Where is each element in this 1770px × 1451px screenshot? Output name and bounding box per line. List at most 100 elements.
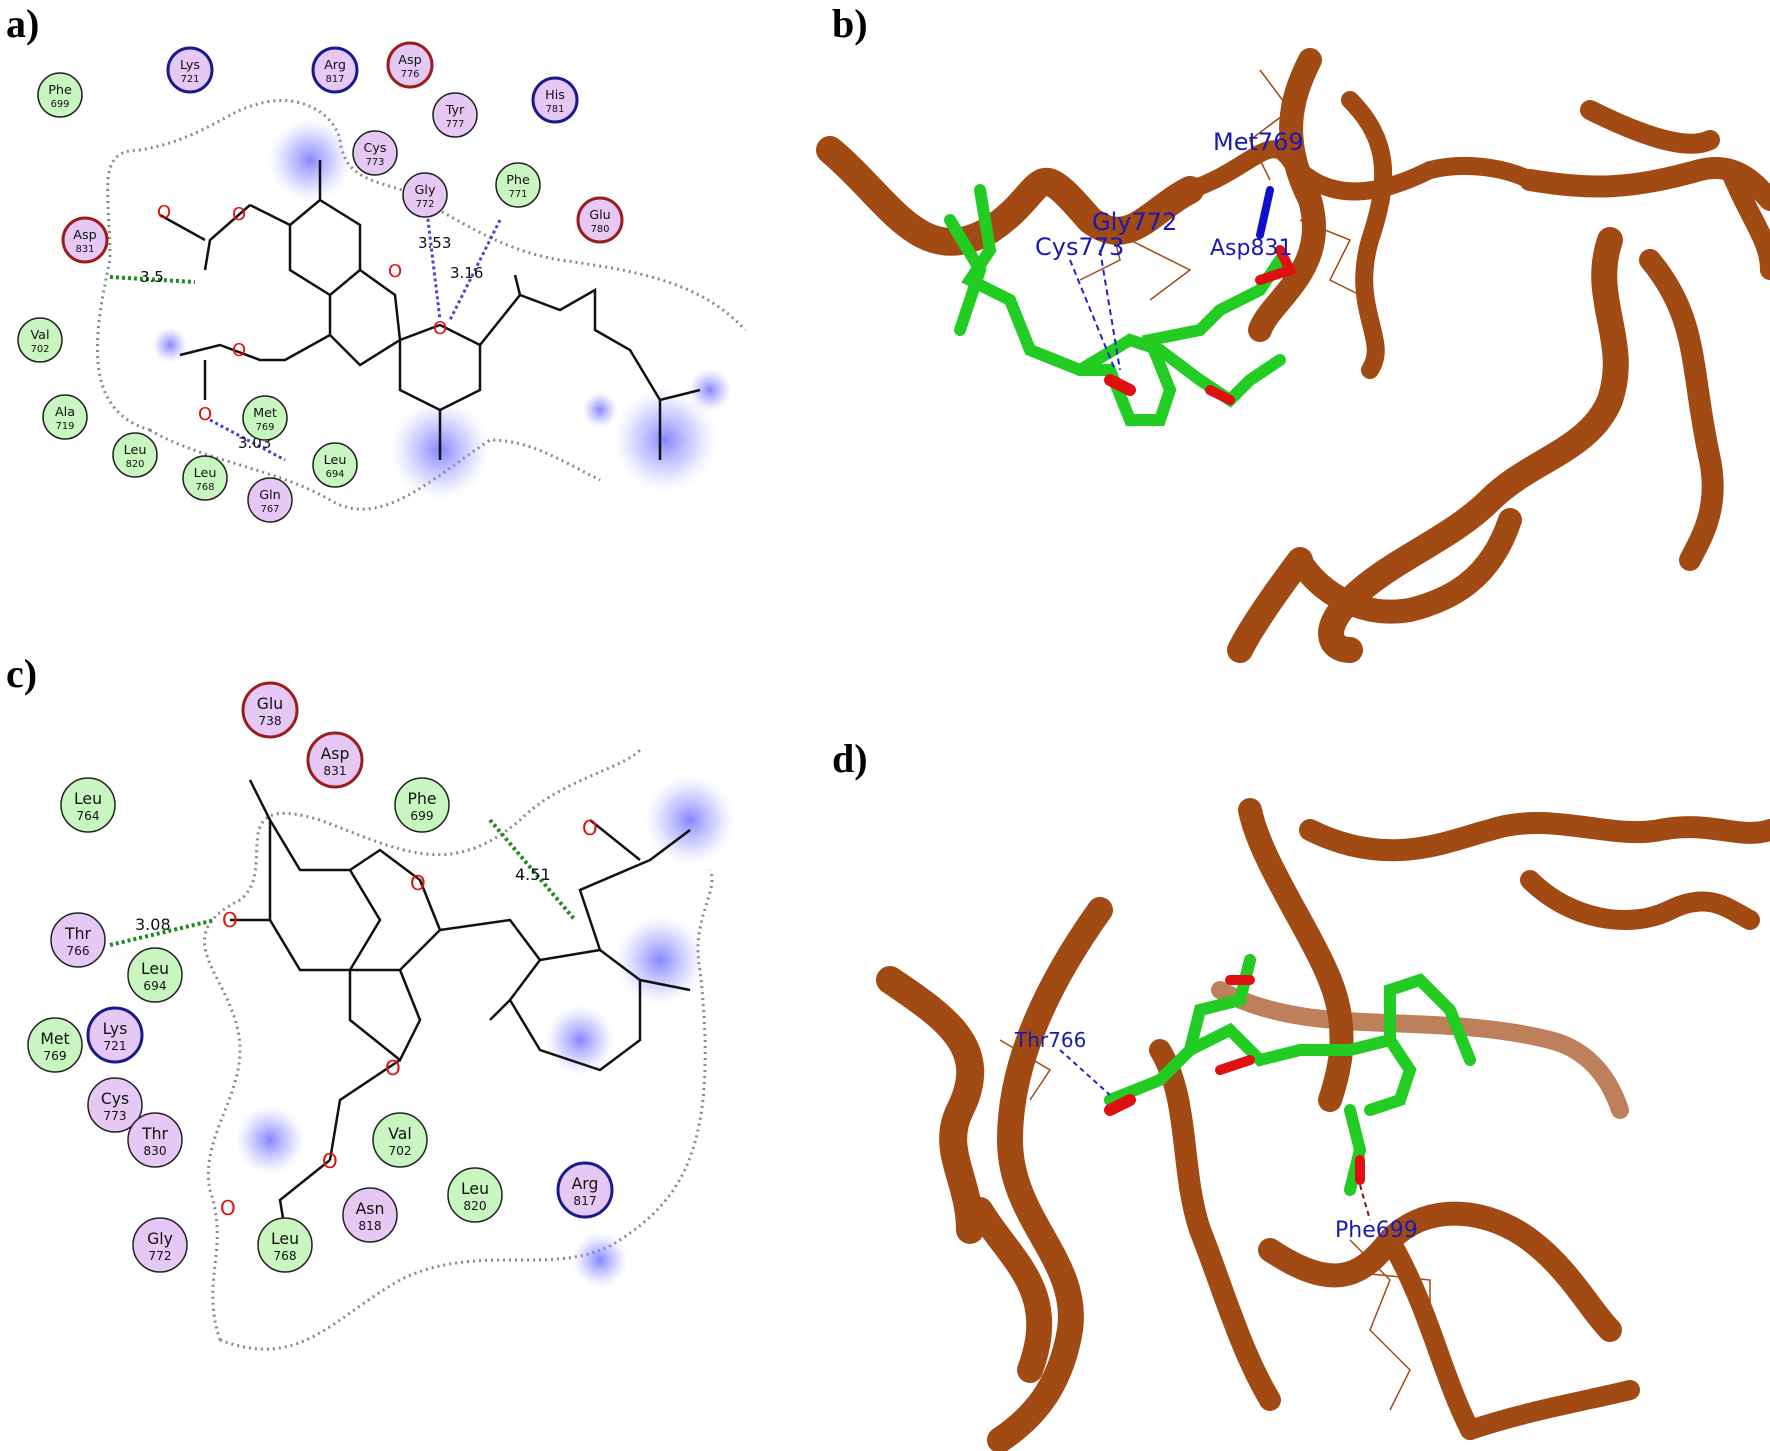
residue-name: Leu [124, 443, 147, 458]
panel-b-label: b) [832, 1, 868, 46]
ligand-structure [230, 779, 691, 1261]
panel-b-3d-view: Met769 Gly772 Cys773 Asp831 [816, 40, 1770, 663]
residue-number: 831 [76, 244, 95, 255]
exposure-halo [582, 392, 618, 428]
oxygen-atom: O [198, 404, 212, 425]
residue-met-769: Met769 [27, 1017, 83, 1073]
exposure-halo [645, 775, 735, 865]
residue-name: His [545, 88, 565, 103]
ligand-structure [159, 160, 701, 460]
oxygen-atom: O [220, 1196, 236, 1220]
ligand-sticks [944, 184, 1298, 426]
residue-number: 777 [446, 119, 465, 130]
residue-number: 702 [388, 1144, 411, 1158]
oxygen-atom: O [232, 340, 246, 361]
residue-disc [87, 1077, 143, 1133]
residue-number: 773 [366, 157, 385, 168]
residue-name: Cys [363, 141, 386, 156]
residue-asp-831: Asp831 [306, 731, 364, 789]
exposure-halo [688, 368, 732, 412]
residue-thr-766: Thr766 [50, 912, 106, 968]
residue-disc [447, 1167, 503, 1223]
exposure-halo [572, 1232, 628, 1288]
panel-a-label: a) [6, 1, 40, 46]
residue-name: Val [388, 1124, 411, 1143]
hbond-line [488, 818, 577, 922]
residue-name: Glu [589, 208, 611, 223]
oxygen-atom: O [222, 908, 238, 932]
distance-label: 3.08 [135, 915, 171, 934]
hbond-line [109, 275, 196, 284]
residue-disc [166, 46, 214, 94]
residue-disc [61, 216, 109, 264]
residue-number: 721 [103, 1039, 126, 1053]
residue-number: 830 [143, 1144, 166, 1158]
residue-name: Leu [271, 1229, 299, 1248]
residue-number: 772 [416, 199, 435, 210]
residue-number: 820 [126, 459, 145, 470]
exposure-halo [615, 915, 705, 1005]
residue-disc [27, 1017, 83, 1073]
residue-name: Leu [194, 466, 217, 481]
residue-disc [247, 477, 293, 523]
residue-disc [241, 681, 299, 739]
exposure-halo [268, 118, 352, 202]
residue-name: Leu [324, 453, 347, 468]
residue-disc [127, 947, 183, 1003]
residue-disc [257, 1217, 313, 1273]
hbond-dash [1059, 1049, 1111, 1096]
residue-disc [42, 394, 88, 440]
residue-number: 764 [76, 809, 99, 823]
residue-disc [17, 317, 63, 363]
residue-name: Lys [103, 1019, 128, 1038]
residue-name: Leu [461, 1179, 489, 1198]
residue-name: Val [30, 328, 49, 343]
residue-name: Thr [141, 1124, 168, 1143]
residue-disc [112, 432, 158, 478]
residue-name: Met [40, 1029, 69, 1048]
hbond-dashes [1069, 249, 1121, 371]
residue-disc [576, 196, 624, 244]
oxygen-atom: O [385, 1056, 401, 1080]
residue-number: 766 [66, 944, 89, 958]
oxygen-atom: O [582, 816, 598, 840]
residue-name: Leu [141, 959, 169, 978]
residue-name: Glu [257, 694, 283, 713]
residue-name: Gly [147, 1229, 173, 1248]
panel-c-residues: Glu738Asp831Leu764Phe699Thr766Leu694Met7… [27, 681, 614, 1273]
residue-name: Lys [180, 58, 200, 73]
residue-disc [242, 395, 288, 441]
side-chains [999, 1039, 1431, 1411]
distance-label: 3.53 [418, 234, 451, 252]
residue-gly-772: Gly772 [402, 172, 448, 218]
oxygen-atom: O [322, 1149, 338, 1173]
residue-disc [50, 912, 106, 968]
oxygen-atom: O [410, 871, 426, 895]
residue-disc [342, 1187, 398, 1243]
residue-name: Gly [415, 183, 436, 198]
residue-number: 694 [326, 469, 345, 480]
residue-number: 738 [258, 714, 281, 728]
residue-number: 721 [181, 74, 200, 85]
distance-label: 3.5 [140, 268, 164, 286]
panel-d-3d-view: Thr766 Phe699 [830, 798, 1770, 1451]
residue-label: Thr766 [1014, 1028, 1086, 1052]
residue-asp-831: Asp831 [61, 216, 109, 264]
pocket-contour [203, 748, 642, 1341]
residue-number: 771 [509, 189, 528, 200]
pocket-contour-lower [219, 869, 714, 1351]
residue-phe-699: Phe699 [394, 777, 450, 833]
